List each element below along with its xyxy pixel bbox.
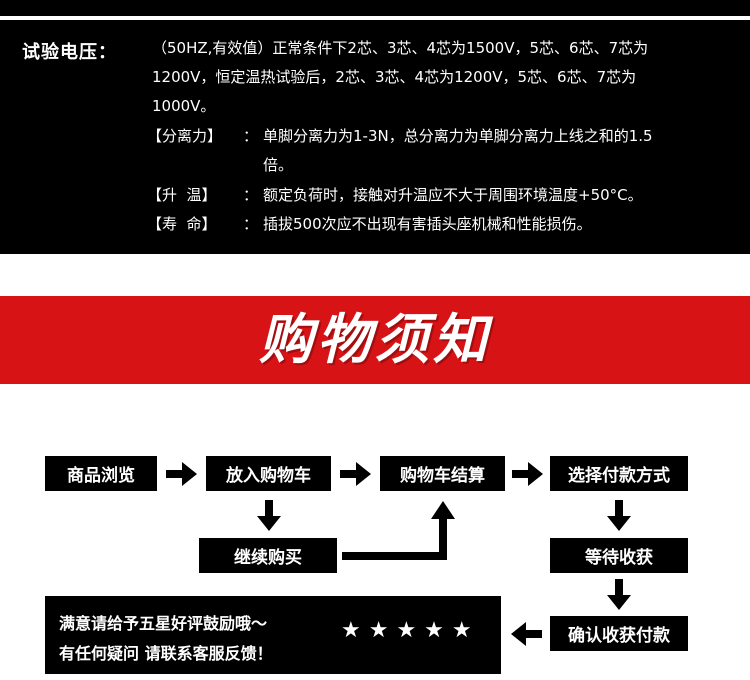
- step-add-to-cart: 放入购物车: [206, 456, 331, 491]
- lifespan-text: 插拔500次应不出现有害插头座机械和性能损伤。: [263, 215, 592, 233]
- review-request-box: 满意请给予五星好评鼓励哦～ 有任何疑问 请联系客服反馈！ ★★★★★: [45, 596, 501, 674]
- temperature-rise-colon: ：: [243, 186, 259, 204]
- connector-line: [342, 552, 447, 560]
- arrow-down-icon: [606, 500, 632, 532]
- arrow-down-icon: [606, 579, 632, 611]
- separation-force-text-2: 倍。: [263, 156, 294, 174]
- top-divider: [0, 16, 750, 20]
- step-cart-checkout: 购物车结算: [380, 456, 505, 491]
- lifespan-label: 【寿 命】: [147, 215, 217, 233]
- test-voltage-title: 试验电压：: [22, 42, 117, 63]
- shopping-notice-banner: 购物须知: [0, 296, 750, 384]
- connector-line: [439, 514, 447, 560]
- separation-force-text-1: 单脚分离力为1-3N，总分离力为单脚分离力上线之和的1.5: [263, 127, 653, 145]
- banner-title: 购物须知: [259, 308, 491, 371]
- step-browse: 商品浏览: [45, 456, 157, 491]
- arrow-up-icon: [430, 500, 456, 520]
- voltage-text-line-1: （50HZ,有效值）正常条件下2芯、3芯、4芯为1500V，5芯、6芯、7芯为: [152, 39, 649, 57]
- step-confirm-receipt: 确认收获付款: [550, 616, 688, 651]
- review-text-line-1: 满意请给予五星好评鼓励哦～: [59, 614, 268, 633]
- arrow-right-icon: [512, 461, 544, 487]
- lifespan-colon: ：: [243, 215, 259, 233]
- step-continue-shopping: 继续购买: [199, 538, 337, 573]
- voltage-text-line-3: 1000V。: [152, 97, 216, 115]
- separation-force-label: 【分离力】: [147, 127, 223, 145]
- review-text-line-2: 有任何疑问 请联系客服反馈！: [59, 644, 273, 663]
- separation-force-colon: ：: [243, 127, 259, 145]
- temperature-rise-label: 【升 温】: [147, 186, 217, 204]
- arrow-right-icon: [340, 461, 372, 487]
- temperature-rise-text: 额定负荷时，接触对升温应不大于周围环境温度+50°C。: [263, 186, 643, 204]
- step-wait-delivery: 等待收获: [550, 538, 688, 573]
- voltage-text-line-2: 1200V，恒定温热试验后，2芯、3芯、4芯为1200V，5芯、6芯、7芯为: [152, 68, 637, 86]
- arrow-left-icon: [510, 621, 542, 647]
- step-choose-payment: 选择付款方式: [550, 456, 688, 491]
- five-star-rating: ★★★★★: [341, 618, 480, 643]
- spec-panel: 试验电压： （50HZ,有效值）正常条件下2芯、3芯、4芯为1500V，5芯、6…: [0, 0, 750, 254]
- arrow-down-icon: [256, 500, 282, 532]
- arrow-right-icon: [166, 461, 198, 487]
